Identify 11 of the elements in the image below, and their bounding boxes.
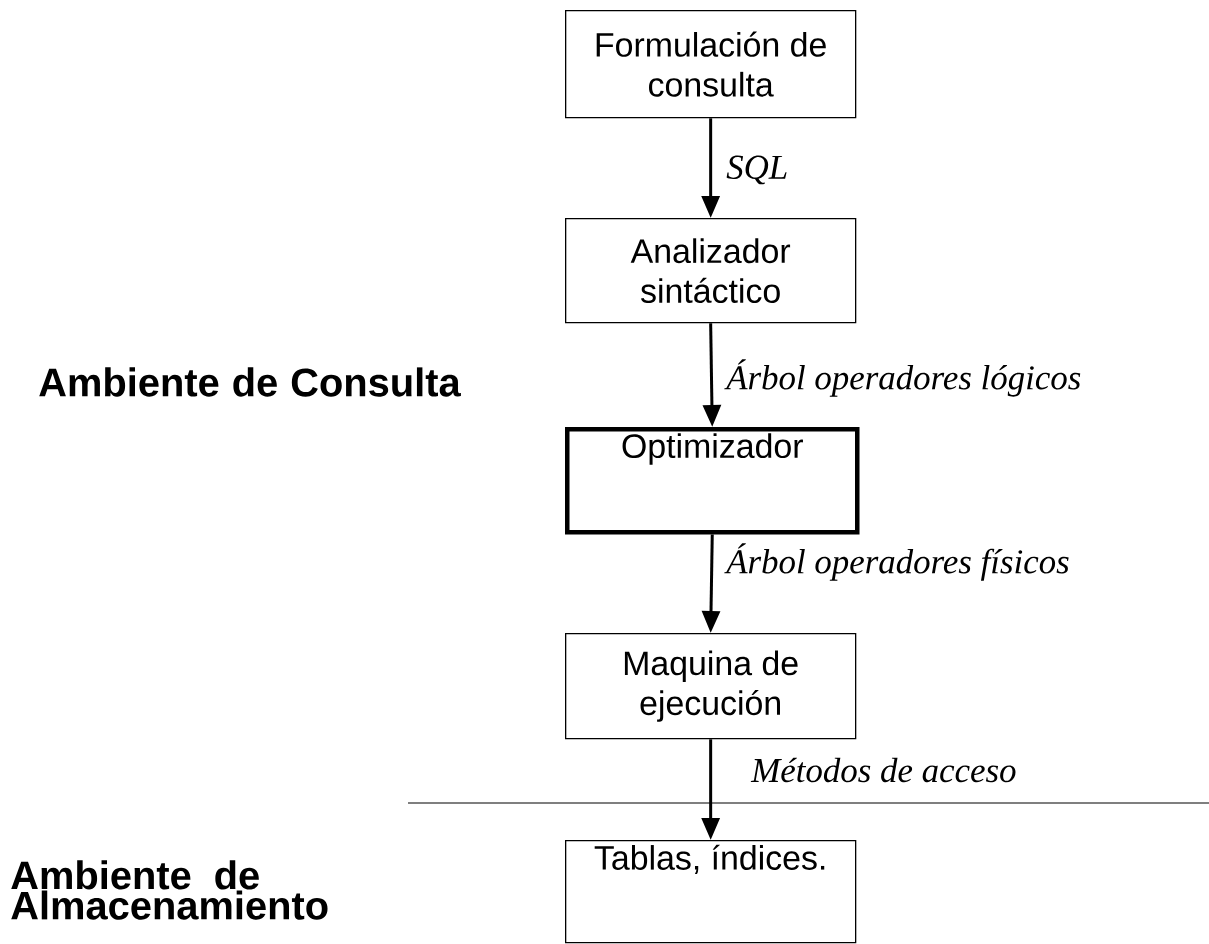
process-box: Tablas, índices. — [565, 840, 857, 944]
process-box: Maquina de ejecución — [565, 633, 857, 740]
edge-label: Métodos de acceso — [750, 756, 1018, 784]
section-label: Ambiente de Consulta — [39, 367, 461, 397]
section-label: Ambiente de Almacenamiento — [11, 860, 328, 920]
edge-label: SQL — [725, 154, 790, 186]
process-box: Optimizador — [565, 427, 860, 535]
edge-label: Árbol operadores lógicos — [724, 358, 1083, 398]
process-box: Analizador sintáctico — [565, 218, 857, 324]
process-box: Formulación de consulta — [565, 10, 857, 119]
edge-label: Árbol operadores físicos — [724, 542, 1071, 582]
